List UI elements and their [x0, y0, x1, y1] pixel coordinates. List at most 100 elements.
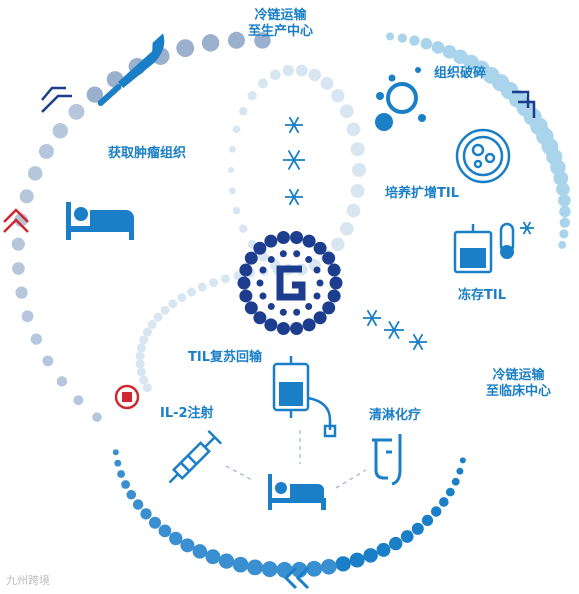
right-ring-dot — [558, 240, 567, 249]
step-til-reinfusion: TIL复苏回输 — [188, 350, 262, 365]
logo-dot — [327, 289, 341, 303]
outer-ring-dot — [21, 310, 34, 323]
logo-inner-dot — [293, 250, 301, 258]
bottom-ring-dot — [192, 544, 208, 559]
step-cold-chain-to-production: 冷链运输 至生产中心 — [248, 8, 313, 40]
right-ring-dot — [559, 205, 571, 218]
logo-dot — [329, 276, 343, 290]
bottom-ring-dot — [376, 542, 391, 557]
lower-inner-dot — [142, 383, 152, 393]
outer-ring-dot — [201, 34, 220, 52]
inner-ring-dot — [331, 237, 345, 251]
bottom-ring-dot — [114, 459, 122, 467]
outer-ring-dot — [68, 103, 85, 120]
center-logo — [237, 230, 343, 336]
bottom-ring-dot — [421, 514, 434, 527]
lower-inner-dot — [136, 343, 146, 353]
logo-inner-dot — [293, 308, 301, 316]
inner-ring-dot — [238, 224, 248, 234]
outer-ring-dot — [56, 376, 68, 387]
lower-inner-dot — [160, 305, 170, 315]
lower-inner-dot — [177, 293, 187, 303]
outer-ring-dot — [227, 31, 245, 49]
logo-dot — [264, 318, 278, 332]
right-ring-dot — [558, 194, 571, 207]
hospital-bed-icon-bottom — [268, 474, 326, 510]
snowflake-icon — [285, 116, 303, 134]
inner-ring-dot — [228, 145, 236, 153]
bottom-ring-dot — [349, 552, 365, 568]
bottom-ring-dot — [261, 561, 278, 578]
inner-ring-dot — [308, 68, 322, 82]
bottom-ring-dot — [363, 548, 378, 563]
logo-dot — [276, 322, 290, 336]
bottom-ring-dot — [445, 487, 455, 497]
step-freeze-til: 冻存TIL — [458, 288, 506, 303]
bottom-ring-dot — [132, 499, 144, 510]
inner-ring-dot — [350, 142, 365, 157]
bottom-ring-dot — [439, 497, 449, 507]
bottom-ring-dot — [411, 522, 424, 535]
tissue-disruption-bubbles-icon — [375, 67, 426, 131]
step-expand-til: 培养扩增TIL — [385, 186, 459, 201]
logo-dot — [313, 311, 327, 325]
logo-inner-dot — [313, 266, 321, 274]
outer-ring-dot — [27, 166, 43, 181]
bottom-ring-dot — [148, 516, 161, 529]
logo-dot — [290, 230, 304, 244]
logo-dot — [239, 289, 253, 303]
logo-inner-dot — [279, 308, 287, 316]
logo-inner-dot — [305, 256, 313, 264]
stop-icon — [114, 384, 140, 410]
logo-inner-dot — [259, 266, 267, 274]
logo-dot — [237, 276, 251, 290]
lower-inner-dot — [136, 367, 146, 377]
lower-inner-dot — [139, 335, 149, 345]
bottom-ring-dot — [205, 549, 221, 565]
logo-inner-dot — [256, 279, 264, 287]
outer-ring-dot — [38, 143, 54, 159]
lower-inner-dot — [135, 359, 145, 369]
lower-inner-dot — [187, 287, 197, 297]
step-lymphodepletion: 清淋化疗 — [369, 408, 422, 423]
bottom-ring-dot — [247, 559, 263, 576]
inner-ring-dot — [258, 78, 268, 89]
logo-dot — [264, 234, 278, 248]
logo-dot — [239, 263, 253, 277]
logo-dot — [253, 241, 267, 255]
double-chevron-icon-right — [512, 90, 536, 118]
logo-dot — [244, 301, 258, 315]
outer-ring-dot — [42, 355, 54, 367]
outer-ring-dot — [176, 39, 195, 58]
inner-ring-dot — [282, 64, 294, 77]
lower-inner-dot — [209, 278, 219, 288]
logo-dot — [302, 318, 316, 332]
bottom-ring-dot — [232, 556, 249, 573]
outer-ring-dot — [254, 32, 271, 49]
snowflake-icon — [409, 333, 427, 351]
outer-ring-dot — [106, 71, 124, 88]
logo-dot — [244, 251, 258, 265]
bottom-ring-dot — [321, 558, 337, 575]
outer-ring-dot — [73, 395, 84, 406]
inner-ring-dot — [339, 221, 354, 236]
snowflake-icon — [283, 150, 305, 170]
logo-inner-dot — [316, 279, 324, 287]
inner-ring-dot — [352, 163, 366, 177]
inner-ring-dot — [238, 106, 248, 116]
right-ring-dot — [409, 35, 420, 46]
logo-dot — [322, 301, 336, 315]
right-ring-dot — [386, 32, 395, 41]
lower-inner-dot — [197, 282, 207, 292]
inner-ring-dot — [320, 76, 334, 90]
bottom-ring-dot — [169, 531, 183, 546]
lower-inner-dot — [153, 312, 163, 322]
bottom-ring-dot — [117, 470, 126, 478]
inner-ring-dot — [228, 187, 236, 195]
lower-inner-dot — [135, 351, 145, 361]
lower-inner-dot — [139, 375, 149, 385]
snowflake-icons — [283, 116, 534, 351]
right-ring-dot — [442, 44, 457, 59]
lower-inner-dot — [168, 299, 178, 309]
